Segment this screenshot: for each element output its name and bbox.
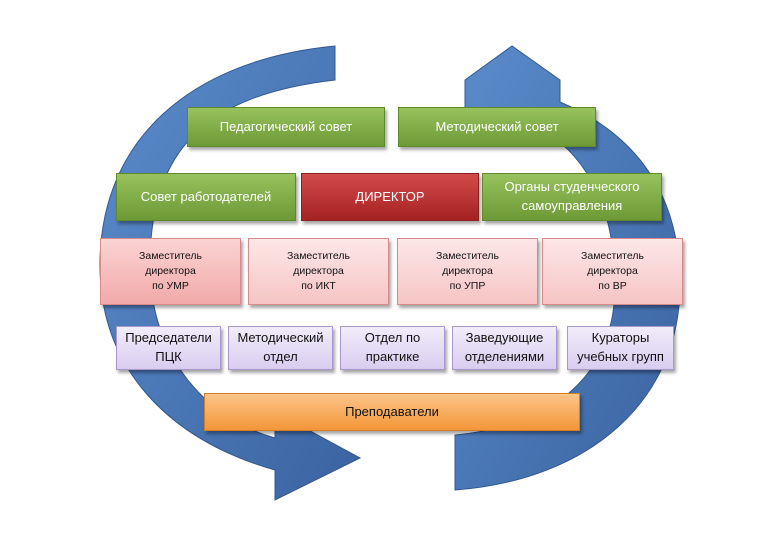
group-curators: Кураторы учебных групп xyxy=(567,326,674,370)
pedagogical-council: Педагогический совет xyxy=(187,107,385,147)
director-box: ДИРЕКТОР xyxy=(301,173,479,221)
methodical-council: Методический совет xyxy=(398,107,596,147)
department-heads: Заведующие отделениями xyxy=(452,326,557,370)
teachers-box: Преподаватели xyxy=(204,393,580,431)
student-self-government: Органы студенческого самоуправления xyxy=(482,173,662,221)
methodical-department: Методический отдел xyxy=(228,326,333,370)
deputy-director-vr: Заместитель директора по ВР xyxy=(542,238,683,305)
deputy-director-umr: Заместитель директора по УМР xyxy=(100,238,241,305)
practice-department: Отдел по практике xyxy=(340,326,445,370)
pck-chairs: Председатели ПЦК xyxy=(116,326,221,370)
employers-council: Совет работодателей xyxy=(116,173,296,221)
deputy-director-ikt: Заместитель директора по ИКТ xyxy=(248,238,389,305)
deputy-director-upr: Заместитель директора по УПР xyxy=(397,238,538,305)
left-cycle-arrow xyxy=(99,45,362,501)
